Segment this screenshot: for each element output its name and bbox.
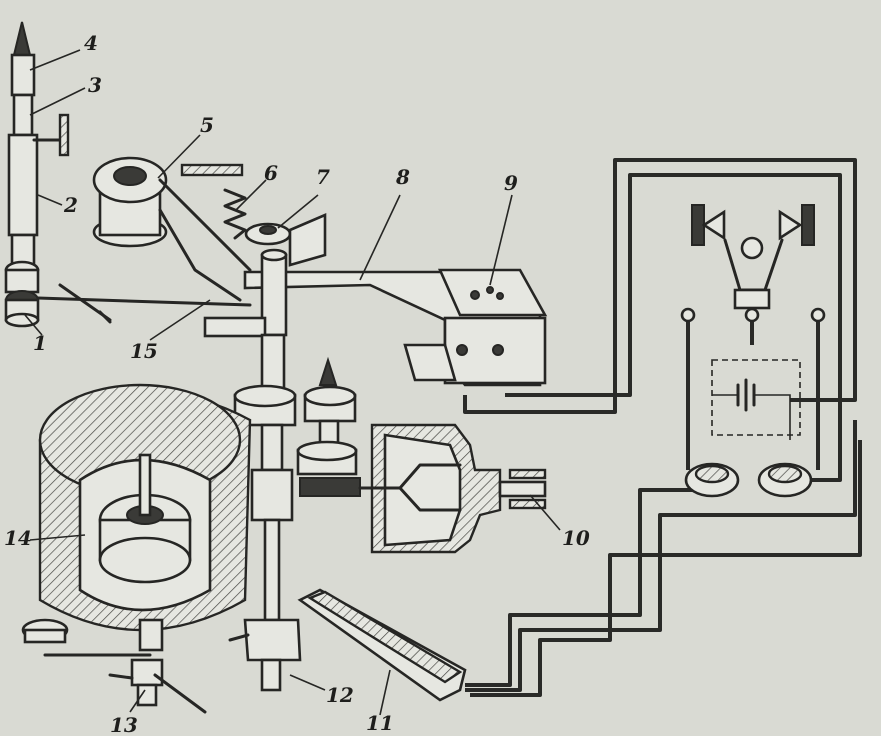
crank-13	[21, 618, 207, 714]
part-labels: 4 3 2 1 5 6 7 8 9 10 11 12 13 14 15	[4, 31, 590, 736]
unit-10	[358, 423, 547, 554]
label-2: 2	[63, 193, 78, 217]
drum-14	[38, 383, 252, 632]
left-spindle	[4, 21, 70, 328]
label-14: 14	[4, 526, 32, 550]
label-8: 8	[395, 165, 410, 189]
wheel-7	[244, 213, 327, 267]
label-10: 10	[562, 526, 590, 550]
label-9: 9	[504, 171, 518, 195]
label-1: 1	[33, 331, 47, 355]
arm-8-box-9	[243, 268, 548, 387]
bar-11	[297, 588, 467, 702]
label-6: 6	[264, 161, 278, 185]
label-11: 11	[366, 711, 394, 735]
spool-5	[92, 156, 252, 302]
label-5: 5	[200, 113, 214, 137]
label-13: 13	[110, 713, 138, 736]
label-15: 15	[130, 339, 158, 363]
wiring	[463, 158, 862, 697]
relay-panel	[680, 204, 826, 498]
label-7: 7	[316, 165, 330, 189]
leader-lines	[24, 49, 561, 716]
central-shaft	[203, 248, 302, 692]
spring-6	[223, 188, 247, 240]
lever-arm	[36, 283, 252, 324]
label-4: 4	[84, 31, 98, 55]
label-12: 12	[326, 683, 354, 707]
label-3: 3	[88, 73, 102, 97]
side-gears	[296, 356, 361, 497]
